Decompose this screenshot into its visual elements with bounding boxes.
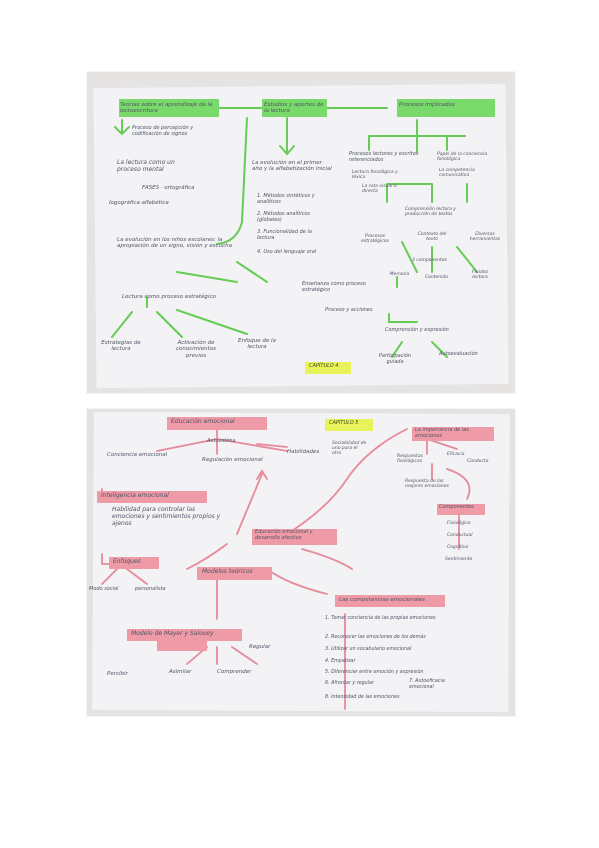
photo-mind-map-emotions: Educación emocional Autoestima Concienci…	[87, 409, 515, 716]
text-c10: 3 componentes	[412, 258, 447, 263]
text-d5: Habilidades	[287, 449, 320, 455]
text-d2: Autoestima	[207, 438, 236, 444]
highlight-d9	[109, 557, 159, 569]
node-educacion-desarrollo: Educación emocional y desarrollo afectiv…	[255, 529, 313, 541]
connector-lines-1	[111, 107, 478, 358]
text-c9: Diversas herramientas	[469, 232, 501, 243]
text-c5: La competencia comunicativa	[439, 168, 475, 179]
text-c11: Memoria	[389, 272, 410, 277]
text-f6: 5. Diferenciar entre emoción y expresión	[325, 670, 424, 675]
node-modelo-mayer: Modelo de Mayer y Salovey	[131, 630, 214, 637]
text-c6: Comprensión lectora y producción de text…	[405, 207, 456, 218]
highlight-e6	[437, 504, 485, 515]
text-e3: Eficacia	[447, 452, 465, 457]
text-b1: La evolución en el primer año y la alfab…	[252, 160, 332, 173]
text-a9: Enfoque de la lectura	[238, 338, 276, 351]
text-a8: Activación de conocimientos previos	[176, 340, 216, 359]
text-e9: Cognitivo	[447, 545, 469, 550]
highlight-n3	[397, 99, 495, 117]
node-modelos-teoricos: Modelos teóricos	[202, 568, 253, 575]
text-e5: Respuesta de las mejores emociones	[405, 479, 449, 490]
highlight-e1	[412, 427, 494, 441]
text-b4: 3. Funcionalidad de la lectura	[257, 229, 312, 241]
node-procesos: Procesos implicados	[399, 102, 455, 108]
highlight-chapter-label-2	[325, 419, 373, 431]
text-e8: Conductual	[447, 533, 473, 538]
text-f8: 7. Autoeficacia emocional	[409, 679, 445, 690]
text-c16: Comprensión y expresión	[385, 327, 449, 333]
text-f2: 1. Tomar conciencia de las propias emoci…	[325, 616, 436, 621]
text-c8: Contexto del texto	[417, 232, 447, 243]
text-d15: Percibir	[107, 671, 128, 677]
text-c14: Enseñanza como proceso estratégico	[302, 281, 366, 293]
node-importancia-emociones: La importancia de las emociones	[415, 427, 469, 439]
text-a6: Lectura como proceso estratégico	[122, 294, 216, 300]
text-c15: Proceso y acciones	[325, 307, 373, 313]
highlight-n1	[119, 99, 219, 117]
text-e7: Fisiológico	[447, 521, 471, 526]
text-d6: Sociabilidad de uno para el otro	[332, 441, 367, 457]
node-inteligencia-emocional: Inteligencia emocional	[101, 492, 169, 499]
text-a4: logográfica alfabética	[109, 200, 169, 206]
text-c1: Procesos lectores y escritos referenciad…	[349, 151, 419, 163]
text-f9: 8. Intensidad de las emociones	[325, 695, 400, 700]
text-a2: La lectura como un proceso mental	[117, 159, 175, 173]
highlight-d1	[167, 417, 267, 430]
text-f4: 3. Utilizar un vocabulario emocional	[325, 647, 412, 652]
text-a5: La evolución en los niños escolares: la …	[117, 237, 233, 250]
node-educacion-emocional: Educación emocional	[171, 418, 235, 425]
highlight-d13	[197, 567, 272, 580]
text-f3: 2. Reconocer las emociones de los demás	[325, 635, 426, 640]
node-componentes: Componentes	[439, 504, 474, 510]
text-e2: Respuestas fisiológicas	[397, 454, 423, 465]
photo-mind-map-reading: Teorías sobre el aprendizaje de la lecto…	[87, 72, 515, 393]
text-c12: Contenido	[425, 275, 448, 280]
text-f5: 4. Empatizar	[325, 659, 356, 664]
text-f7: 6. Afrontar y regular	[325, 681, 374, 686]
text-b2: 1. Métodos sintéticos y analíticos	[257, 193, 315, 205]
text-d8: Habilidad para controlar las emociones y…	[112, 506, 221, 527]
text-a3: FASES · ortográfica	[142, 185, 195, 191]
highlight-d7	[97, 491, 207, 503]
text-c2: Lectura fonológica y léxica	[352, 170, 398, 181]
highlight-d14	[127, 629, 242, 641]
text-c13: Fluidez lectora	[472, 270, 488, 281]
text-d16: Asimilar	[169, 669, 192, 675]
text-d3: Conciencia emocional	[107, 452, 168, 458]
highlight-d14b	[157, 641, 207, 651]
node-competencias-emocionales: Las competencias emocionales	[339, 597, 425, 603]
text-d18: Regular	[249, 644, 271, 650]
text-c4: Papel de la conciencia fonológica	[437, 152, 488, 163]
text-c3: La ruta visual o directa	[362, 184, 397, 195]
text-c17: Participación guiada	[378, 353, 412, 365]
text-a7: Estrategias de lectura	[101, 340, 141, 353]
text-d10: Modo social	[89, 586, 119, 592]
node-enfoques: Enfoques	[113, 558, 141, 565]
node-teorias: Teorías sobre el aprendizaje de la lecto…	[120, 102, 213, 115]
text-e4: Conducta	[467, 459, 489, 464]
chapter-label-2: CAPÍTULO 5	[329, 420, 359, 426]
text-d17: Comprender	[217, 669, 252, 675]
text-a1: Proceso de percepción y codificación de …	[132, 125, 194, 137]
highlight-d12	[252, 529, 337, 545]
text-d4: Regulación emocional	[202, 457, 263, 463]
highlight-chapter-label-1	[305, 362, 351, 374]
highlight-n2	[262, 99, 327, 117]
text-b3: 2. Métodos analíticos (globales)	[257, 211, 311, 223]
node-estudios: Estudios y aportes de la lectura	[264, 102, 324, 115]
chapter-label-1: CAPÍTULO 4	[309, 363, 339, 369]
highlight-f1	[335, 595, 445, 607]
text-c18: Autoevaluación	[439, 351, 478, 357]
text-e10: Sentimiento	[445, 557, 473, 562]
text-c7: Procesos estratégicos	[361, 234, 389, 245]
text-d11: personalista	[135, 586, 166, 592]
text-b5: 4. Uso del lenguaje oral	[257, 249, 317, 255]
